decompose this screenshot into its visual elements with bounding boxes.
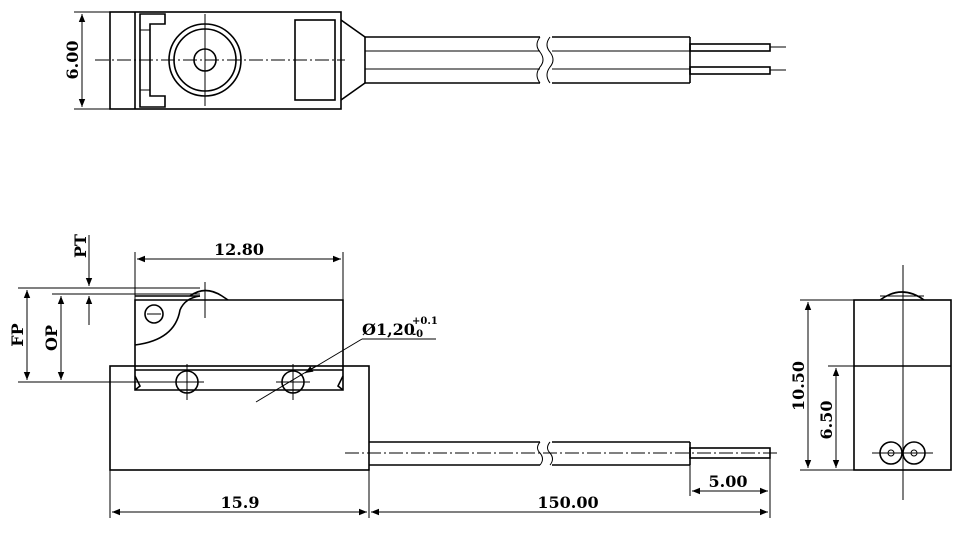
wire-lower [689,66,771,75]
dim-lever-length: 12.80 [214,240,264,259]
cable-transition [340,82,366,101]
side-view-roller [879,291,925,301]
cable-break-mark [547,441,553,466]
dim-side-lower: 6.50 [817,401,836,440]
dim-pt: PT [71,234,90,258]
cable-break-mark [546,36,554,84]
dim-hole-tol-minus: -0 [412,329,423,340]
dim-top-height: 6.00 [63,41,82,80]
lever-pivot [144,304,164,324]
mount-notch-right [336,375,344,391]
top-view-body [109,11,342,110]
front-view: Ø1,20 +0.1 -0 12.80 PT FP OP 15. [8,234,780,518]
cable-transition [340,19,366,38]
dim-cable-length: 150.00 [537,493,598,512]
dim-hole-diameter: Ø1,20 [362,320,415,339]
dim-op: OP [42,325,61,351]
front-view-switch-body [134,299,344,391]
wire-upper [689,43,771,52]
cable-break-mark [536,36,544,84]
dim-body-length: 15.9 [221,493,260,512]
top-view-lever-bracket [139,13,166,108]
hole-leader-arrow [304,338,363,374]
cable-break-mark [537,441,543,466]
dim-fp: FP [8,323,27,346]
top-view: 6.00 [63,11,786,110]
side-view: 10.50 6.50 [789,265,952,500]
dim-side-height: 10.50 [789,361,808,411]
dim-hole-tol-plus: +0.1 [412,316,438,327]
front-view-base [109,365,370,471]
dim-strip-length: 5.00 [709,472,748,491]
lever-arm [134,295,201,346]
mount-notch-left [134,375,142,391]
wire-strip [689,447,771,459]
